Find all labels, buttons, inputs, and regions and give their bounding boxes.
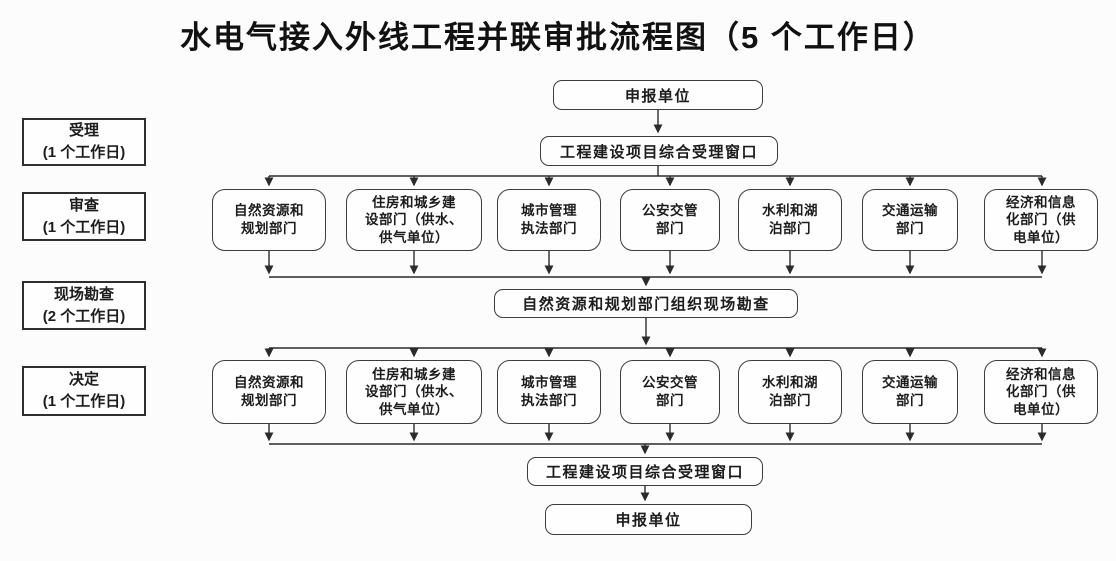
dept-box-review-water-lakes: 水利和湖 泊部门 — [738, 189, 842, 251]
dept-box-review-economy-information: 经济和信息 化部门（供 电单位） — [984, 189, 1098, 251]
dept-box-decision-water-lakes: 水利和湖 泊部门 — [738, 360, 842, 424]
dept-box-decision-urban-management: 城市管理 执法部门 — [497, 360, 601, 424]
dept-box-review-housing-construction: 住房和城乡建 设部门（供水、 供气单位） — [346, 189, 482, 251]
flow-box-site-survey: 自然资源和规划部门组织现场勘查 — [494, 289, 798, 318]
dept-box-decision-traffic-police: 公安交管 部门 — [620, 360, 720, 424]
flow-box-applicant-top: 申报单位 — [553, 80, 763, 110]
stage-box-accept: 受理 (1 个工作日) — [22, 118, 146, 166]
dept-box-decision-transport: 交通运输 部门 — [862, 360, 958, 424]
dept-box-review-urban-management: 城市管理 执法部门 — [497, 189, 601, 251]
dept-box-review-transport: 交通运输 部门 — [862, 189, 958, 251]
dept-box-decision-natural-resources: 自然资源和 规划部门 — [212, 360, 326, 424]
dept-box-review-natural-resources: 自然资源和 规划部门 — [212, 189, 326, 251]
dept-box-decision-housing-construction: 住房和城乡建 设部门（供水、 供气单位） — [346, 360, 482, 424]
dept-box-review-traffic-police: 公安交管 部门 — [620, 189, 720, 251]
flow-box-applicant-bottom: 申报单位 — [545, 504, 752, 535]
dept-box-decision-economy-information: 经济和信息 化部门（供 电单位） — [984, 360, 1098, 424]
stage-box-review: 审查 (1 个工作日) — [22, 192, 146, 241]
stage-box-decision: 决定 (1 个工作日) — [22, 366, 146, 416]
flow-box-intake-window-bottom: 工程建设项目综合受理窗口 — [527, 457, 763, 486]
flow-box-intake-window-top: 工程建设项目综合受理窗口 — [540, 136, 778, 166]
diagram-title: 水电气接入外线工程并联审批流程图（5 个工作日） — [180, 20, 936, 55]
stage-box-survey: 现场勘查 (2 个工作日) — [22, 281, 146, 330]
